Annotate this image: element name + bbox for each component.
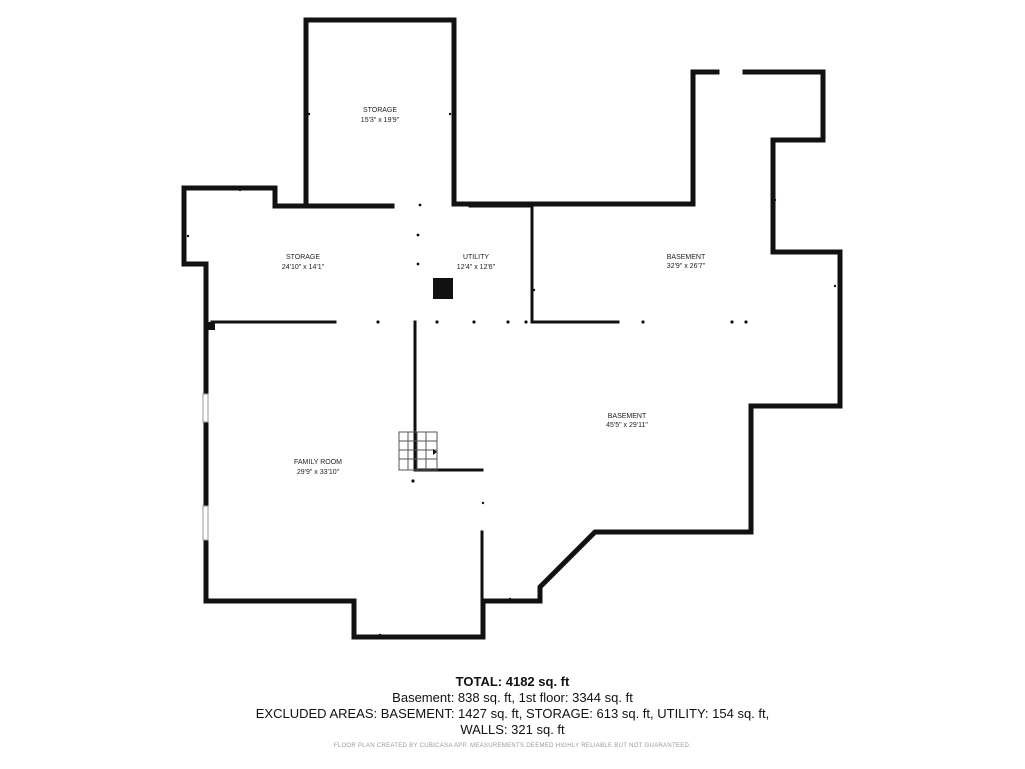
svg-text:UTILITY: UTILITY xyxy=(463,254,489,261)
area-breakdown: Basement: 838 sq. ft, 1st floor: 3344 sq… xyxy=(392,690,633,705)
room-label-utility: UTILITY 12'4" x 12'6" xyxy=(457,254,496,271)
svg-text:STORAGE: STORAGE xyxy=(286,254,320,261)
utility-column xyxy=(433,278,453,299)
svg-text:BASEMENT: BASEMENT xyxy=(608,413,647,420)
door-marks xyxy=(186,112,837,637)
svg-text:12'4" x 12'6": 12'4" x 12'6" xyxy=(457,264,496,271)
svg-text:BASEMENT: BASEMENT xyxy=(667,254,706,261)
svg-text:45'5" x 29'11": 45'5" x 29'11" xyxy=(606,422,648,429)
exterior-walls xyxy=(181,17,843,640)
room-label-storage-top: STORAGE 15'3" x 19'9" xyxy=(361,107,400,124)
svg-text:STORAGE: STORAGE xyxy=(363,107,397,114)
windows xyxy=(202,393,209,541)
room-label-basement-upper: BASEMENT 32'9" x 26'7" xyxy=(667,254,706,270)
floor-plan: STORAGE 15'3" x 19'9" STORAGE 24'10" x 1… xyxy=(181,17,843,640)
svg-text:15'3" x 19'9": 15'3" x 19'9" xyxy=(361,117,400,124)
svg-text:24'10" x 14'1": 24'10" x 14'1" xyxy=(282,264,325,271)
stairs-arrow-icon xyxy=(433,449,437,455)
corner-post xyxy=(206,322,215,330)
walls-area: WALLS: 321 sq. ft xyxy=(460,722,565,737)
room-label-basement-lower: BASEMENT 45'5" x 29'11" xyxy=(606,413,648,429)
svg-text:29'9" x 33'10": 29'9" x 33'10" xyxy=(297,469,340,476)
disclaimer: FLOOR PLAN CREATED BY CUBICASA APP. MEAS… xyxy=(333,743,692,749)
svg-text:32'9" x 26'7": 32'9" x 26'7" xyxy=(667,263,706,270)
room-label-storage-left: STORAGE 24'10" x 14'1" xyxy=(282,254,325,271)
excluded-areas: EXCLUDED AREAS: BASEMENT: 1427 sq. ft, S… xyxy=(255,706,770,721)
area-summary: TOTAL: 4182 sq. ft Basement: 838 sq. ft,… xyxy=(0,674,1025,738)
svg-text:FAMILY ROOM: FAMILY ROOM xyxy=(294,459,342,466)
total-area: TOTAL: 4182 sq. ft xyxy=(455,674,570,689)
room-label-family-room: FAMILY ROOM 29'9" x 33'10" xyxy=(294,459,342,476)
stairs xyxy=(398,431,438,471)
interior-walls xyxy=(210,204,620,602)
